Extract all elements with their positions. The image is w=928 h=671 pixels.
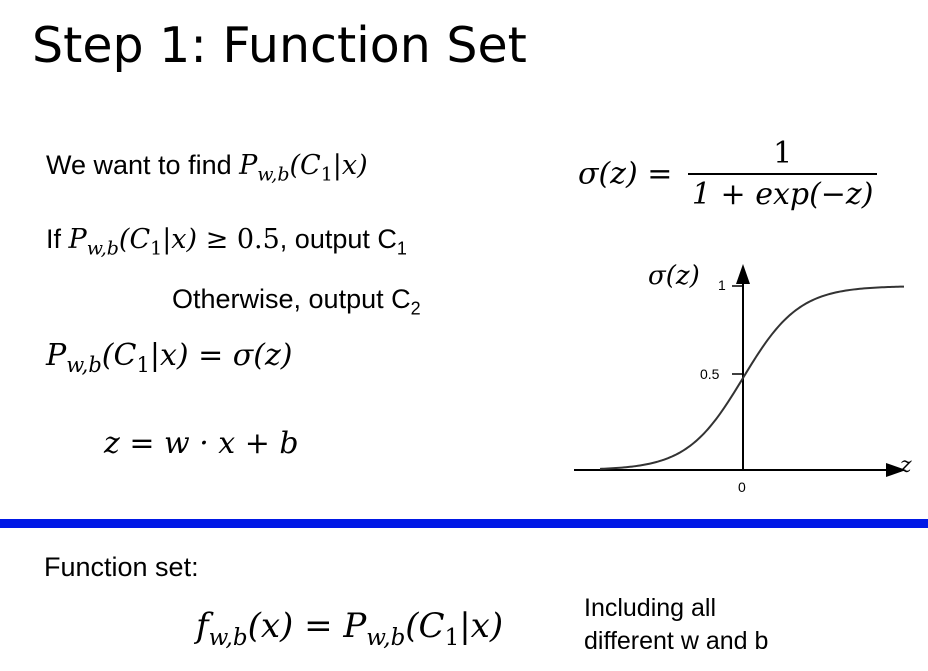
function-set-label: Function set: [44, 552, 199, 582]
y-axis-arrow [736, 264, 750, 284]
otherwise-line: Otherwise, output C2 [172, 284, 421, 319]
y-tick-mid-label: 0.5 [700, 366, 720, 382]
decision-line: If Pw,b(C1|x) ≥ 0.5, output C1 [46, 224, 407, 260]
y-axis-label: σ(z) [648, 261, 700, 291]
section-divider [0, 519, 928, 528]
output-c1-text: , output C [279, 224, 397, 254]
note-line-2: different w and b [584, 626, 769, 655]
fraction-denominator: 1 + exp(−z) [687, 173, 878, 212]
x-axis-arrow [886, 463, 906, 477]
sigmoid-plot: σ(z) 1 0.5 0 z [574, 261, 912, 495]
c1-subscript: 1 [396, 238, 407, 259]
function-set-note: Including all different w and b [584, 592, 768, 657]
x-axis-label: z [899, 453, 912, 478]
decision-condition: Pw,b(C1|x) ≥ 0.5 [68, 224, 280, 260]
page-title: Step 1: Function Set [32, 17, 527, 74]
function-set-equation: fw,b(x) = Pw,b(C1|x) [196, 606, 504, 651]
if-text: If [46, 224, 69, 254]
goal-text: We want to find [46, 150, 240, 180]
linear-equation: z = w · x + b [104, 426, 299, 461]
fraction-numerator: 1 [773, 136, 793, 171]
c2-subscript: 2 [410, 298, 421, 319]
posterior-sigma-equation: Pw,b(C1|x) = σ(z) [46, 338, 293, 377]
posterior-expression: Pw,b(C1|x) [239, 150, 368, 186]
x-tick-zero-label: 0 [738, 479, 746, 495]
y-tick-top-label: 1 [718, 277, 726, 293]
goal-line: We want to find Pw,b(C1|x) [46, 150, 368, 186]
sigmoid-curve [599, 285, 905, 470]
note-line-1: Including all [584, 594, 717, 622]
